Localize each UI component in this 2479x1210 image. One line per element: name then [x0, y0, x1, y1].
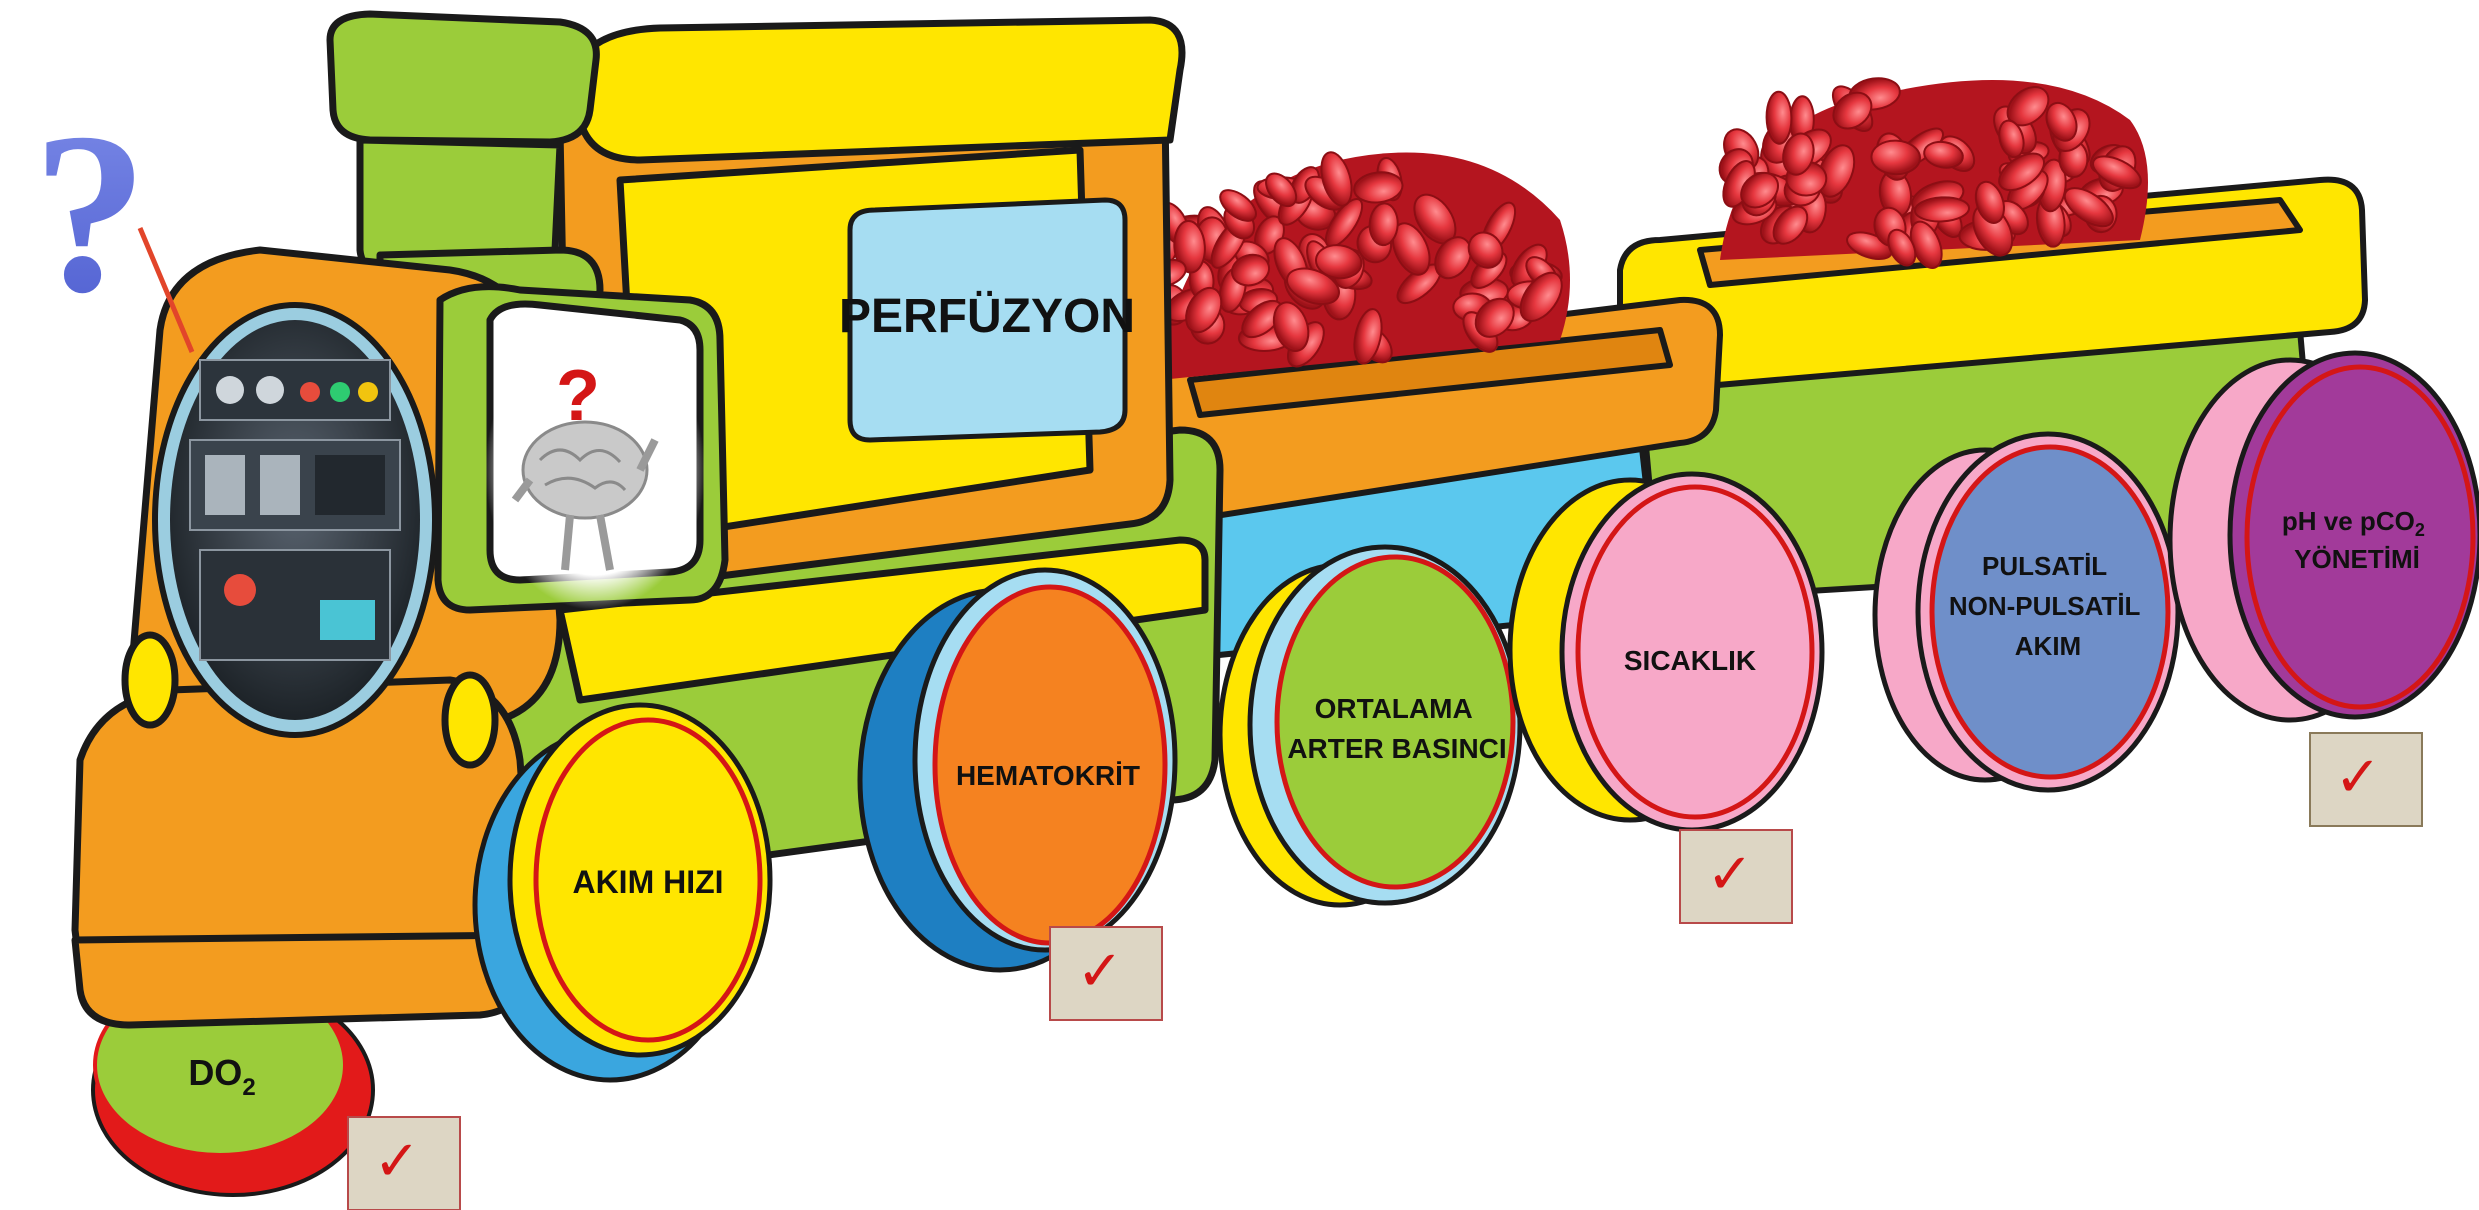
blood-cells-image [1138, 149, 1571, 380]
brain-icon: ? [485, 330, 705, 610]
check-box-hematokrit: ✓ [1050, 927, 1162, 1020]
control-panel-image [155, 305, 435, 735]
wheel-ortalama-arter: ORTALAMA ARTER BASINCI [1220, 547, 1520, 905]
wheel-label-hematokrit: HEMATOKRİT [956, 760, 1140, 791]
check-box-sicaklik: ✓ [1680, 830, 1792, 923]
question-mark-icon: ? [33, 85, 148, 340]
check-icon: ✓ [1707, 842, 1754, 907]
question-mark-icon: ? [556, 356, 600, 436]
wheel-label-sicaklik: SICAKLIK [1624, 645, 1756, 676]
check-icon: ✓ [374, 1129, 421, 1194]
check-box-do2: ✓ [348, 1117, 460, 1210]
blood-cell [1766, 91, 1792, 143]
blood-cell [1871, 140, 1921, 175]
wheel-pulsatil: PULSATİL NON-PULSATİL AKIM [1875, 434, 2178, 790]
wheel-sicaklik: SICAKLIK [1510, 474, 1822, 830]
big-question-mark: ? [33, 85, 148, 340]
locomotive-bumper [75, 935, 528, 1025]
check-icon: ✓ [2335, 745, 2382, 810]
check-icon: ✓ [1077, 939, 1124, 1004]
wheel-ph-pco2: pH ve pCO2 YÖNETİMİ [2170, 353, 2479, 720]
wheel-label-akim-hizi: AKIM HIZI [572, 864, 723, 900]
title-plate: PERFÜZYON [839, 200, 1135, 440]
page-title: PERFÜZYON [839, 290, 1135, 343]
check-box-ph: ✓ [2310, 733, 2422, 826]
